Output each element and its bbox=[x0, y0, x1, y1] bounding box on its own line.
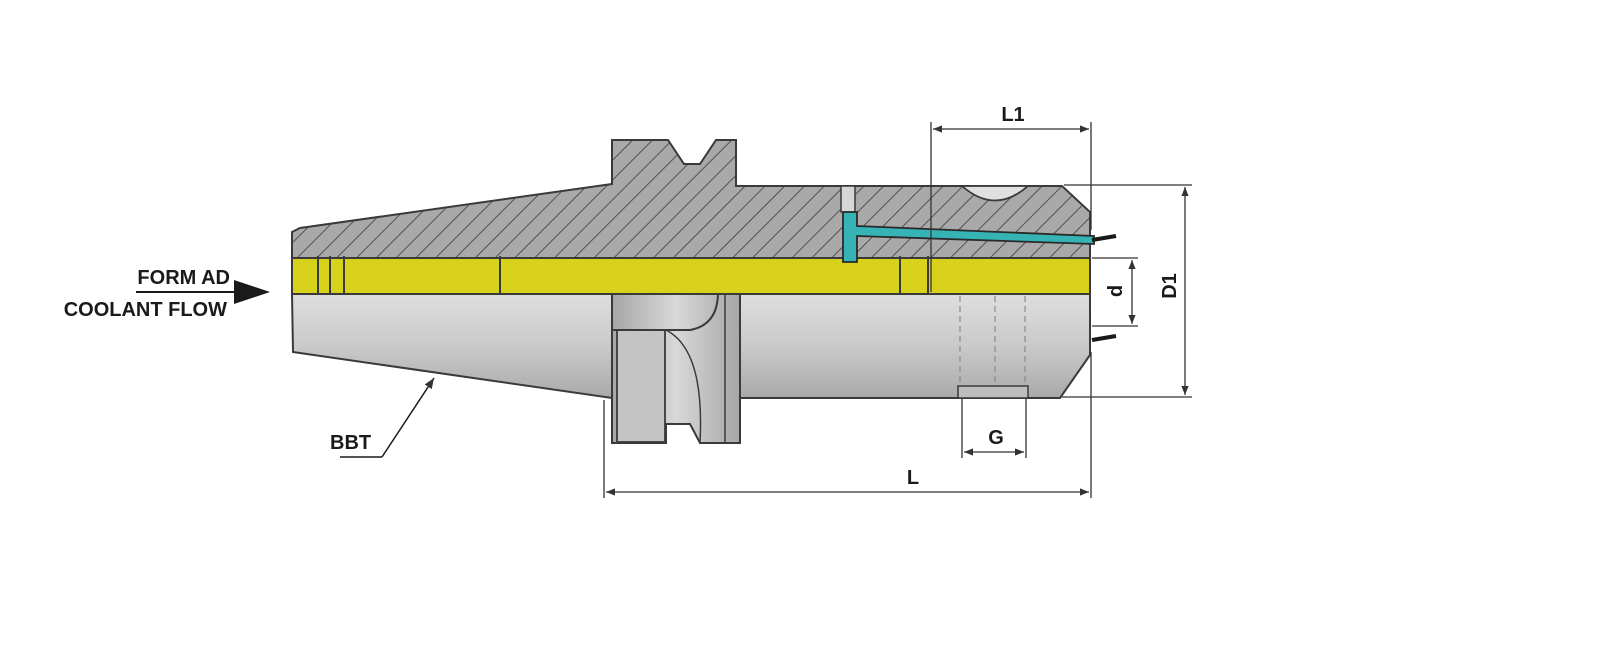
dimension-D1: D1 bbox=[1062, 184, 1192, 398]
dimension-G: G bbox=[961, 398, 1027, 458]
dimension-D1-label: D1 bbox=[1159, 273, 1181, 299]
dimension-d-label: d bbox=[1105, 285, 1127, 297]
dimension-L: L bbox=[603, 352, 1092, 498]
dimension-L-label: L bbox=[907, 467, 919, 489]
taper-callout: BBT bbox=[330, 377, 435, 458]
taper-label: BBT bbox=[330, 432, 371, 454]
body-lower-half bbox=[290, 291, 1091, 444]
dimension-L1-label: L1 bbox=[1001, 104, 1024, 126]
coolant-inlet-label-line2: COOLANT FLOW bbox=[64, 299, 227, 321]
coolant-inlet-label-line1: FORM AD bbox=[137, 267, 230, 289]
dimension-d: d bbox=[1092, 257, 1138, 327]
flow-arrow-icon bbox=[234, 280, 270, 304]
coolant-inlet-indicator: FORM AD COOLANT FLOW bbox=[64, 267, 270, 321]
coolant-channel-radial bbox=[842, 211, 1117, 342]
coolant-channel-axial bbox=[291, 256, 1091, 295]
dimension-G-label: G bbox=[988, 427, 1004, 449]
dimension-L1: L1 bbox=[930, 104, 1092, 292]
